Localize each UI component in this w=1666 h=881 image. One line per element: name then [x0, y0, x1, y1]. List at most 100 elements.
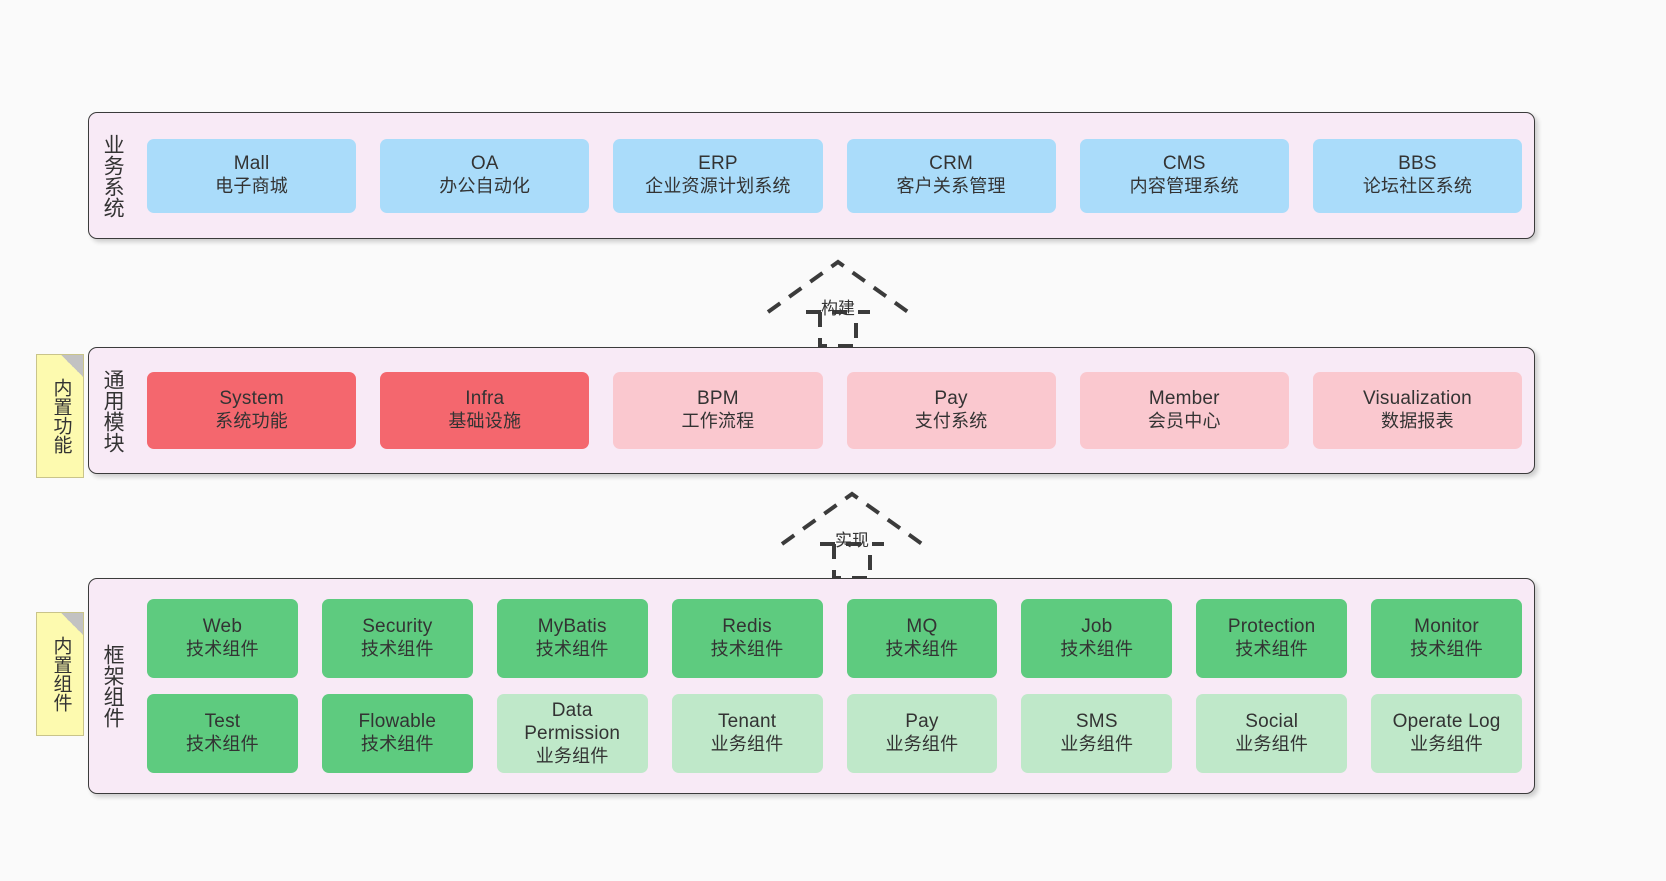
node-title: Security — [362, 616, 433, 638]
node-subtitle: 技术组件 — [710, 639, 784, 660]
node-monitor[interactable]: Monitor 技术组件 — [1371, 599, 1522, 678]
node-cms[interactable]: CMS 内容管理系统 — [1079, 138, 1289, 213]
node-row: Web 技术组件 Security 技术组件 MyBatis 技术组件 Redi… — [147, 599, 1522, 678]
node-title: Protection — [1227, 616, 1316, 638]
node-subtitle: 基础设施 — [448, 411, 522, 432]
note-label: 内置组件 — [50, 636, 72, 712]
node-subtitle: 技术组件 — [1235, 639, 1309, 660]
node-title: OA — [470, 153, 499, 175]
node-title: CRM — [929, 153, 974, 175]
layer-title-common-module: 通用模块 — [101, 368, 125, 453]
node-title: Social — [1245, 711, 1299, 733]
node-title: Monitor — [1414, 616, 1479, 638]
node-test[interactable]: Test 技术组件 — [147, 694, 298, 773]
node-title: Tenant — [717, 711, 777, 733]
node-title: Pay — [905, 711, 939, 733]
node-pay-component[interactable]: Pay 业务组件 — [846, 694, 998, 773]
node-title: Test — [204, 711, 241, 733]
node-title: Infra — [465, 388, 505, 410]
layer-title-framework-component: 框架组件 — [101, 644, 125, 728]
node-subtitle: 数据报表 — [1381, 411, 1454, 432]
layer-title-business-system: 业务系统 — [101, 133, 125, 218]
layer-body-common-module: System 系统功能 Infra 基础设施 BPM 工作流程 Pay 支付系统… — [135, 348, 1534, 473]
node-web[interactable]: Web 技术组件 — [147, 599, 298, 678]
node-title: Member — [1148, 388, 1220, 410]
node-subtitle: 技术组件 — [535, 639, 609, 660]
node-flowable[interactable]: Flowable 技术组件 — [321, 694, 473, 773]
node-subtitle: 技术组件 — [186, 734, 259, 755]
node-subtitle: 技术组件 — [1410, 639, 1483, 660]
node-subtitle: 电子商城 — [215, 176, 288, 197]
node-subtitle: 技术组件 — [186, 639, 259, 660]
node-tenant[interactable]: Tenant 业务组件 — [671, 694, 823, 773]
node-redis[interactable]: Redis 技术组件 — [671, 599, 823, 678]
layer-business-system: 业务系统 Mall 电子商城 OA 办公自动化 ERP 企业资源计划系统 CRM… — [88, 112, 1535, 239]
node-subtitle: 支付系统 — [914, 411, 988, 432]
node-title: System — [219, 388, 284, 410]
node-erp[interactable]: ERP 企业资源计划系统 — [613, 138, 823, 213]
connector-label-build: 构建 — [821, 299, 855, 318]
node-subtitle: 技术组件 — [1060, 639, 1134, 660]
node-visualization[interactable]: Visualization 数据报表 — [1312, 372, 1523, 449]
node-title: MQ — [906, 616, 938, 638]
node-title: Redis — [722, 616, 772, 638]
connector-realize: 实现 — [772, 490, 932, 580]
node-subtitle: 办公自动化 — [439, 176, 531, 197]
node-row: System 系统功能 Infra 基础设施 BPM 工作流程 Pay 支付系统… — [147, 372, 1523, 449]
layer-framework-component: 框架组件 Web 技术组件 Security 技术组件 MyBatis 技术组件… — [88, 578, 1535, 794]
node-mq[interactable]: MQ 技术组件 — [846, 599, 998, 678]
node-title: ERP — [698, 153, 738, 175]
node-row: Test 技术组件 Flowable 技术组件 Data Permission … — [147, 694, 1522, 773]
node-title: Flowable — [358, 711, 437, 733]
node-security[interactable]: Security 技术组件 — [321, 599, 473, 678]
layer-common-module: 通用模块 System 系统功能 Infra 基础设施 BPM 工作流程 Pay… — [88, 347, 1535, 474]
node-job[interactable]: Job 技术组件 — [1021, 599, 1173, 678]
node-subtitle: 技术组件 — [360, 734, 434, 755]
node-data-permission[interactable]: Data Permission 业务组件 — [496, 694, 648, 773]
node-subtitle: 内容管理系统 — [1129, 176, 1239, 197]
node-row: Mall 电子商城 OA 办公自动化 ERP 企业资源计划系统 CRM 客户关系… — [147, 138, 1523, 213]
node-subtitle: 技术组件 — [885, 639, 959, 660]
node-protection[interactable]: Protection 技术组件 — [1196, 599, 1348, 678]
node-bpm[interactable]: BPM 工作流程 — [613, 372, 823, 449]
node-subtitle: 业务组件 — [1235, 734, 1309, 755]
node-title: Web — [202, 616, 243, 638]
node-subtitle: 业务组件 — [710, 734, 784, 755]
node-subtitle: 业务组件 — [885, 734, 959, 755]
node-subtitle: 系统功能 — [215, 411, 288, 432]
node-title: Visualization — [1362, 388, 1472, 410]
connector-label-realize: 实现 — [835, 531, 869, 550]
node-bbs[interactable]: BBS 论坛社区系统 — [1312, 138, 1523, 213]
node-pay[interactable]: Pay 支付系统 — [846, 372, 1056, 449]
layer-body-framework-component: Web 技术组件 Security 技术组件 MyBatis 技术组件 Redi… — [135, 579, 1534, 793]
node-crm[interactable]: CRM 客户关系管理 — [846, 138, 1056, 213]
node-sms[interactable]: SMS 业务组件 — [1021, 694, 1173, 773]
node-title: CMS — [1162, 153, 1206, 175]
node-system[interactable]: System 系统功能 — [147, 372, 357, 449]
node-subtitle: 客户关系管理 — [896, 176, 1006, 197]
note-builtin-components: 内置组件 — [36, 612, 84, 736]
node-title: Operate Log — [1392, 711, 1501, 733]
node-title: Data Permission — [524, 699, 621, 744]
node-social[interactable]: Social 业务组件 — [1196, 694, 1348, 773]
layer-body-business-system: Mall 电子商城 OA 办公自动化 ERP 企业资源计划系统 CRM 客户关系… — [135, 113, 1534, 238]
note-label: 内置功能 — [50, 378, 72, 454]
node-subtitle: 业务组件 — [1060, 734, 1134, 755]
node-title: Pay — [934, 388, 968, 410]
node-subtitle: 企业资源计划系统 — [645, 176, 791, 197]
node-subtitle: 业务组件 — [535, 745, 609, 766]
node-infra[interactable]: Infra 基础设施 — [380, 372, 590, 449]
node-subtitle: 技术组件 — [360, 639, 434, 660]
node-title: Job — [1081, 616, 1113, 638]
node-mybatis[interactable]: MyBatis 技术组件 — [496, 599, 648, 678]
node-subtitle: 业务组件 — [1410, 734, 1483, 755]
node-title: SMS — [1075, 711, 1118, 733]
node-title: BBS — [1398, 153, 1437, 175]
node-operate-log[interactable]: Operate Log 业务组件 — [1371, 694, 1522, 773]
node-oa[interactable]: OA 办公自动化 — [380, 138, 590, 213]
node-subtitle: 论坛社区系统 — [1362, 176, 1473, 197]
node-title: Mall — [233, 153, 270, 175]
connector-build: 构建 — [758, 258, 918, 348]
node-member[interactable]: Member 会员中心 — [1079, 372, 1289, 449]
node-mall[interactable]: Mall 电子商城 — [147, 138, 357, 213]
